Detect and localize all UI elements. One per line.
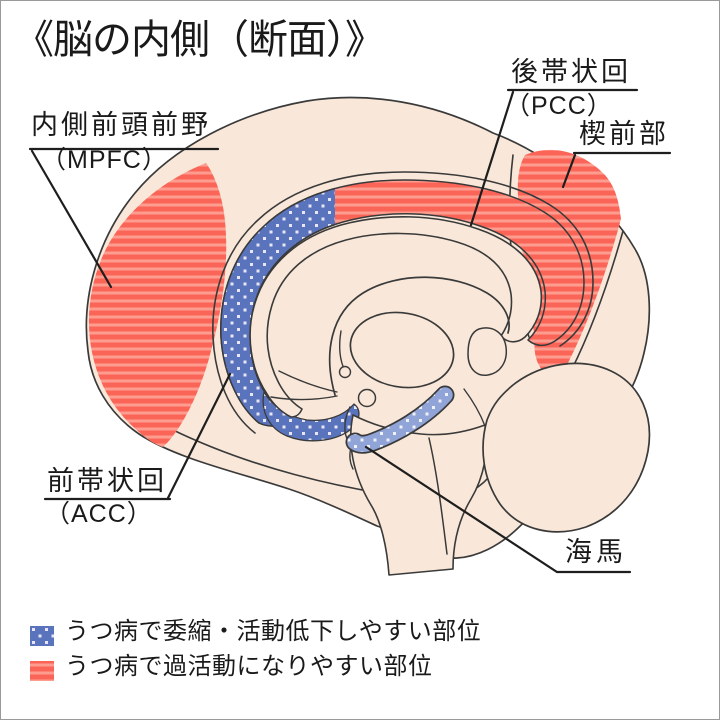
anterior-commissure bbox=[338, 365, 352, 379]
septum-line-lower bbox=[270, 395, 338, 401]
cerebellum bbox=[482, 362, 651, 533]
mammillary-body bbox=[357, 388, 377, 408]
label-pcc: 後帯状回 bbox=[511, 57, 631, 87]
mpfc-leader bbox=[30, 149, 113, 289]
fornix bbox=[328, 276, 510, 396]
pineal-tectum bbox=[467, 327, 508, 376]
septum-line-upper bbox=[278, 370, 338, 393]
mpfc-region bbox=[88, 163, 227, 447]
label-precuneus: 楔前部 bbox=[579, 119, 669, 149]
legend-swatch-red-stripes bbox=[30, 661, 54, 681]
midbrain-line bbox=[463, 388, 486, 427]
hippocampus-region bbox=[345, 385, 455, 454]
legend-label-atrophy: うつ病で委縮・活動低下しやすい部位 bbox=[65, 618, 482, 645]
brainstem bbox=[350, 414, 488, 576]
legend-swatch-blue-dots bbox=[30, 626, 54, 646]
label-acc: 前帯状回 bbox=[47, 466, 167, 496]
precuneus-leader bbox=[561, 153, 577, 189]
pcc-leader bbox=[469, 90, 515, 227]
page-title: 《脳の内側（断面）》 bbox=[14, 18, 385, 62]
thalamus bbox=[349, 311, 455, 389]
acc-leader bbox=[166, 372, 232, 500]
label-acc-abbr: （ACC） bbox=[45, 500, 153, 528]
hippocampus-leader bbox=[364, 445, 632, 574]
label-hippocampus: 海馬 bbox=[565, 537, 627, 567]
label-mpfc-abbr: （MPFC） bbox=[41, 146, 168, 174]
legend-label-hyperactivity: うつ病で過活動になりやすい部位 bbox=[65, 653, 433, 680]
leader-lines bbox=[28, 88, 672, 574]
hypothalamus-line bbox=[344, 406, 351, 440]
label-pcc-abbr: （PCC） bbox=[505, 92, 613, 120]
label-mpfc: 内側前頭前野 bbox=[31, 110, 211, 140]
cingulate-sulcus-line bbox=[212, 171, 594, 434]
